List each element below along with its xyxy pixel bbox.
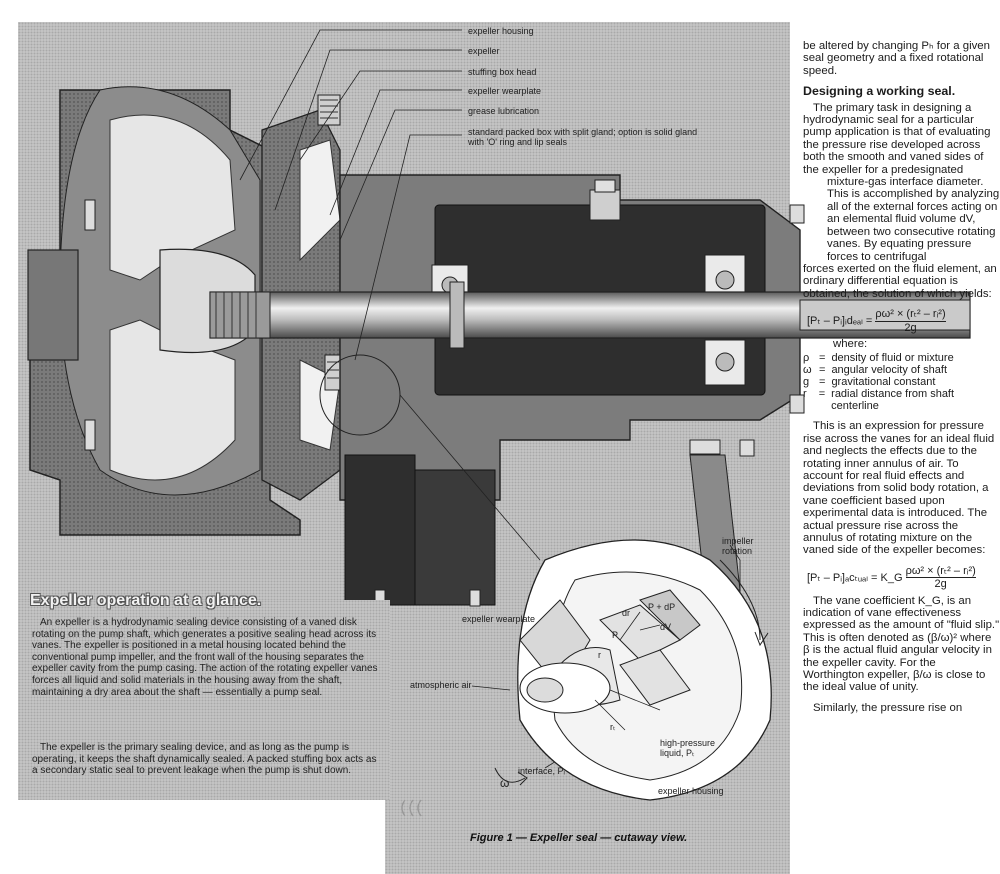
scan-artifact [401, 799, 422, 817]
definition-item: ρ=density of fluid or mixture [803, 352, 954, 365]
callout-expeller: expeller [468, 46, 500, 56]
column-paragraph-top: be altered by changing Pₕ for a given se… [803, 40, 990, 77]
column-paragraph-design-b: mixture-gas interface diameter. This is … [827, 176, 1000, 263]
label-p-plus-dp: P + dP [648, 602, 676, 612]
definition-list: ρ=density of fluid or mixture ω=angular … [803, 352, 1000, 412]
article-column: be altered by changing Pₕ for a given se… [803, 40, 1000, 874]
definition-item: r=radial distance from shaft centerline [803, 388, 955, 413]
equation-actual-denominator: 2g [934, 578, 947, 591]
callout-detail-wearplate: expeller wearplate [462, 614, 536, 624]
callout-grease-lubrication: grease lubrication [468, 106, 540, 116]
sidebar-box-background [18, 600, 390, 800]
callout-atmospheric-air: atmospheric air [410, 680, 472, 690]
callout-packed-box: standard packed box with split gland; op… [468, 127, 698, 147]
definition-item: ω=angular velocity of shaft [803, 364, 948, 377]
label-dr: dr [622, 608, 631, 618]
label-dv: dV [660, 622, 672, 632]
column-paragraph-last: Similarly, the pressure rise on [813, 701, 963, 714]
equation-actual-numerator: ρω² × (rₜ² – rᵢ²) [905, 564, 976, 579]
callout-expeller-wearplate: expeller wearplate [468, 86, 542, 96]
column-paragraph-expression: This is an expression for pressure rise … [803, 420, 995, 557]
sidebar-box-title: Expeller operation at a glance. [30, 592, 262, 609]
expeller-detail-view [494, 539, 772, 801]
callout-interface: interface, Pᵢ [518, 766, 565, 776]
sidebar-box-paragraph-2: The expeller is the primary sealing devi… [32, 742, 377, 777]
label-p: P [612, 630, 619, 640]
callout-omega: ω [500, 776, 510, 790]
definition-item: g=gravitational constant [803, 376, 936, 389]
pump-shaft [209, 281, 971, 349]
callout-expeller-housing: expeller housing [468, 26, 534, 36]
callout-high-pressure-liquid: high-pressure liquid, Pₜ [660, 738, 716, 758]
equation-ideal-denominator: 2g [904, 321, 917, 334]
equation-actual: [Pₜ – Pᵢ]ₐcₜᵤₐₗ = K_G ρω² × (rₜ² – rᵢ²) … [807, 565, 1000, 591]
figure-caption: Figure 1 — Expeller seal — cutaway view. [470, 832, 688, 844]
column-heading: Designing a working seal. [803, 84, 956, 99]
label-r: r [598, 650, 601, 660]
callout-stuffing-box-head: stuffing box head [468, 67, 537, 77]
equation-ideal-lhs: [Pₜ – Pᵢ]ᵢdₑₐₗ = [807, 314, 876, 327]
column-paragraph-vane: The vane coefficient K_G, is an indicati… [803, 594, 1000, 694]
where-label: where: [833, 337, 868, 350]
column-paragraph-design-a: The primary task in designing a hydrodyn… [803, 101, 991, 176]
callout-impeller-rotation: impeller rotation [722, 536, 754, 556]
column-paragraph-design-c: forces exerted on the fluid element, an … [803, 262, 997, 300]
callout-detail-housing: expeller housing [658, 786, 724, 796]
label-rt: rₜ [610, 722, 616, 732]
sidebar-box-paragraph-1: An expeller is a hydrodynamic sealing de… [32, 617, 378, 698]
equation-ideal-numerator: ρω² × (rₜ² – rᵢ²) [875, 308, 946, 322]
equation-ideal: [Pₜ – Pᵢ]ᵢdₑₐₗ = ρω² × (rₜ² – rᵢ²) 2g [807, 308, 1000, 334]
equation-actual-lhs: [Pₜ – Pᵢ]ₐcₜᵤₐₗ = K_G [807, 571, 906, 584]
